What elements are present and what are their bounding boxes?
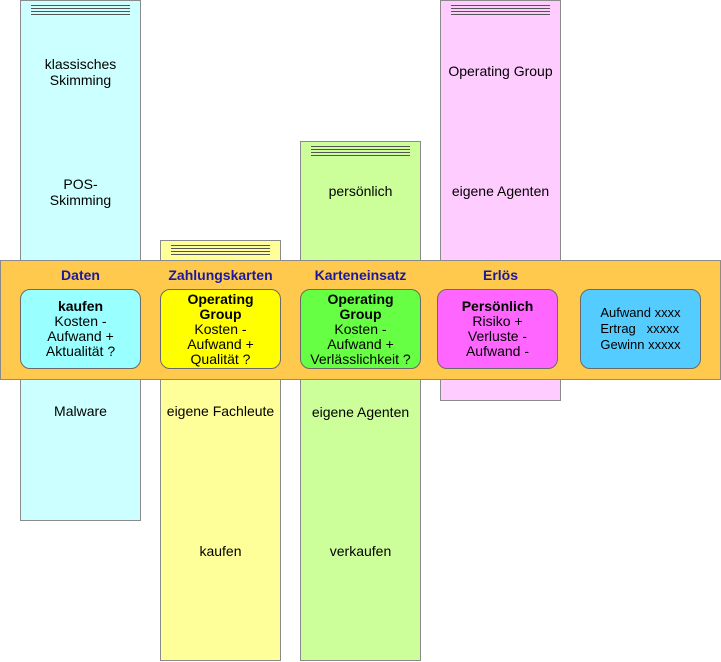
column-text: verkaufen	[329, 543, 392, 559]
column-header-lines	[311, 146, 410, 158]
column-karteneinsatz: persönlich eigene Agenten verkaufen	[300, 141, 421, 661]
card-title: Operating Group	[187, 290, 254, 322]
summary-line-gewinn: Gewinn xxxxx	[600, 337, 681, 352]
summary-line-aufwand: Aufwand xxxx	[600, 305, 681, 320]
column-text: Malware	[54, 403, 107, 419]
band-header-zahlungskarten: Zahlungskarten	[168, 267, 273, 283]
column-text: eigene Fachleute	[166, 403, 275, 419]
column-text: eigene Agenten	[451, 183, 550, 199]
column-header-lines	[31, 5, 130, 17]
card-daten: kaufen Kosten - Aufwand + Aktualität ?	[20, 289, 141, 369]
column-header-lines	[171, 245, 270, 257]
card-summary: Aufwand xxxx Ertrag xxxxx Gewinn xxxxx	[580, 289, 701, 369]
card-body: Risiko + Verluste - Aufwand -	[465, 313, 530, 359]
card-title: Persönlich	[461, 298, 534, 314]
summary-line-ertrag: Ertrag xxxxx	[600, 321, 680, 336]
card-zahlungskarten: Operating Group Kosten - Aufwand + Quali…	[160, 289, 281, 369]
column-text: Operating Group	[448, 63, 553, 79]
column-header-lines	[451, 5, 550, 17]
column-text: persönlich	[328, 183, 393, 199]
card-title: kaufen	[57, 298, 104, 314]
band-header-erloes: Erlös	[482, 267, 518, 283]
column-text: POS- Skimming	[49, 176, 112, 208]
band-header-daten: Daten	[61, 267, 100, 283]
card-body: Kosten - Aufwand + Aktualität ?	[45, 313, 116, 359]
column-text: klassisches Skimming	[44, 56, 117, 88]
card-body: Kosten - Aufwand + Qualität ?	[187, 320, 254, 367]
column-text: eigene Agenten	[311, 404, 410, 420]
card-body: Kosten - Aufwand + Verlässlichkeit ?	[310, 320, 411, 367]
band-header-karteneinsatz: Karteneinsatz	[314, 267, 407, 283]
column-text: kaufen	[199, 543, 242, 559]
card-erloes: Persönlich Risiko + Verluste - Aufwand -	[437, 289, 558, 369]
card-title: Operating Group	[327, 290, 394, 322]
card-karteneinsatz: Operating Group Kosten - Aufwand + Verlä…	[300, 289, 421, 369]
